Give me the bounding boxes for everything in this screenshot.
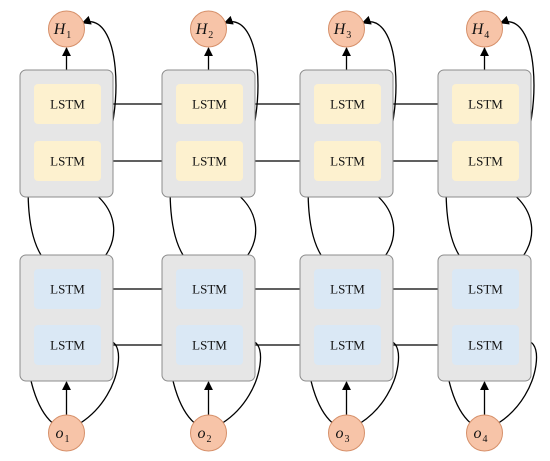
output-node-2: H2 <box>190 10 227 48</box>
lstm-label: LSTM <box>192 282 227 297</box>
output-node-3-circle <box>328 10 365 48</box>
top-lstm-backward-2 <box>176 84 243 124</box>
output-node-1-circle <box>48 10 85 48</box>
top-lstm-forward-3 <box>314 141 381 181</box>
input-node-2: o2 <box>190 414 227 452</box>
lstm-label: LSTM <box>192 97 227 112</box>
output-node-4-subscript: 4 <box>484 30 489 41</box>
output-node-1-subscript: 1 <box>66 30 71 41</box>
output-node-1: H1 <box>48 10 85 48</box>
bottom-lstm-forward-4 <box>452 325 519 365</box>
top-lstm-forward-4 <box>452 141 519 181</box>
bottom-lstm-backward-4 <box>452 269 519 309</box>
lstm-label: LSTM <box>330 338 365 353</box>
output-node-4: H4 <box>466 10 503 48</box>
input-node-3-circle <box>328 414 365 452</box>
output-node-3-subscript: 3 <box>346 30 351 41</box>
input-node-1-circle <box>48 414 85 452</box>
lstm-label: LSTM <box>192 338 227 353</box>
bottom-lstm-backward-3 <box>314 269 381 309</box>
lstm-label: LSTM <box>50 338 85 353</box>
lstm-label: LSTM <box>50 97 85 112</box>
lstm-label: LSTM <box>468 282 503 297</box>
bottom-lstm-backward-2 <box>176 269 243 309</box>
bottom-lstm-backward-1 <box>34 269 101 309</box>
io-nodes: H1 H2 H3 H4 o1 o2 o3 o4 <box>48 10 503 452</box>
input-node-4: o4 <box>466 414 503 452</box>
output-node-2-subscript: 2 <box>208 30 213 41</box>
top-lstm-forward-2 <box>176 141 243 181</box>
output-node-3: H3 <box>328 10 365 48</box>
input-node-3-subscript: 3 <box>345 434 350 445</box>
top-lstm-forward-1 <box>34 141 101 181</box>
lstm-label: LSTM <box>192 154 227 169</box>
input-node-1: o1 <box>48 414 85 452</box>
bottom-lstm-forward-2 <box>176 325 243 365</box>
output-node-2-circle <box>190 10 227 48</box>
bottom-lstm-forward-1 <box>34 325 101 365</box>
lstm-label: LSTM <box>330 97 365 112</box>
lstm-label: LSTM <box>330 282 365 297</box>
input-node-1-subscript: 1 <box>65 434 70 445</box>
lstm-label: LSTM <box>330 154 365 169</box>
top-lstm-backward-4 <box>452 84 519 124</box>
input-node-4-circle <box>466 414 503 452</box>
top-lstm-backward-3 <box>314 84 381 124</box>
output-node-4-circle <box>466 10 503 48</box>
lstm-label: LSTM <box>50 282 85 297</box>
input-node-2-subscript: 2 <box>207 434 212 445</box>
lstm-label: LSTM <box>468 97 503 112</box>
input-node-4-subscript: 4 <box>483 434 488 445</box>
lstm-cells: LSTM LSTM LSTM LSTM LSTM LSTM LSTM LSTM LSTM LSTM… <box>19 69 532 382</box>
bottom-lstm-forward-3 <box>314 325 381 365</box>
lstm-label: LSTM <box>50 154 85 169</box>
input-node-2-circle <box>190 414 227 452</box>
top-lstm-backward-1 <box>34 84 101 124</box>
input-node-3: o3 <box>328 414 365 452</box>
lstm-label: LSTM <box>468 338 503 353</box>
lstm-label: LSTM <box>468 154 503 169</box>
